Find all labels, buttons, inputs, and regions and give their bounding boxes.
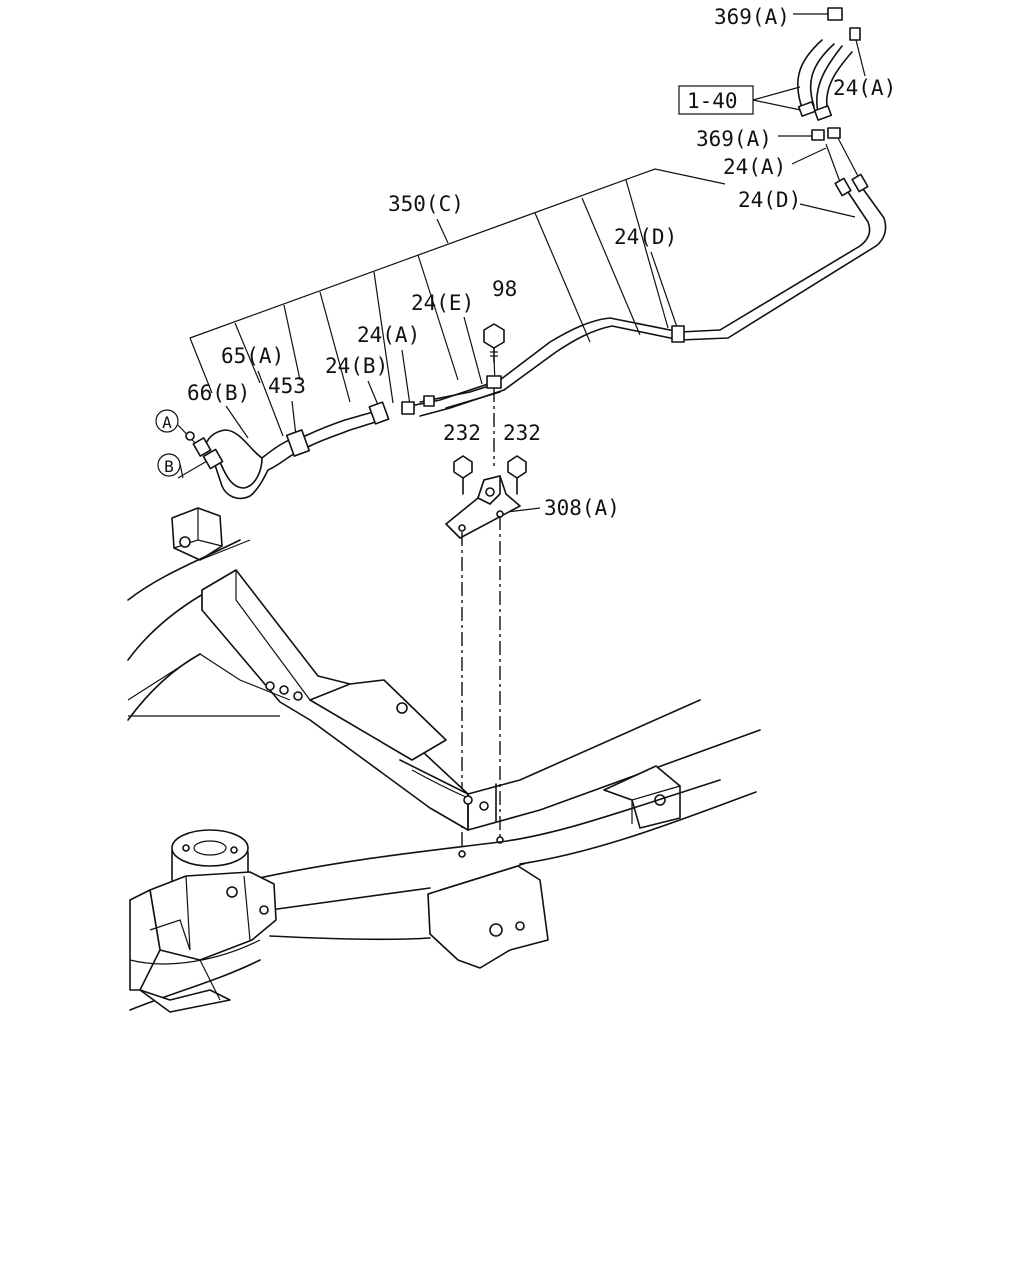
label-369a-top: 369(A) (714, 5, 790, 29)
callout-labels: 369(A) 24(A) 1-40 369(A) 24(A) 24(D) 350… (187, 5, 896, 520)
marker-b-text: B (164, 457, 174, 476)
label-24a-top: 24(A) (833, 76, 896, 100)
label-232-right: 232 (503, 421, 541, 445)
connection-markers: A B (155, 409, 181, 477)
label-24d-right: 24(D) (738, 188, 801, 212)
chassis-frame (127, 507, 761, 1013)
marker-a-circle (155, 409, 179, 433)
pipe-assembly (185, 7, 887, 500)
bracket-350c-outline (189, 168, 726, 404)
marker-a-text: A (162, 413, 172, 432)
label-453: 453 (268, 374, 306, 398)
label-98: 98 (492, 277, 517, 301)
label-24a-left: 24(A) (357, 323, 420, 347)
label-24e: 24(E) (411, 291, 474, 315)
label-369a-mid: 369(A) (696, 127, 772, 151)
label-24a-mid: 24(A) (723, 155, 786, 179)
label-1-40: 1-40 (687, 89, 738, 113)
label-24d-mid: 24(D) (614, 225, 677, 249)
label-308a: 308(A) (544, 496, 620, 520)
label-24b: 24(B) (325, 354, 388, 378)
label-350c: 350(C) (388, 192, 464, 216)
label-232-left: 232 (443, 421, 481, 445)
label-66b: 66(B) (187, 381, 250, 405)
